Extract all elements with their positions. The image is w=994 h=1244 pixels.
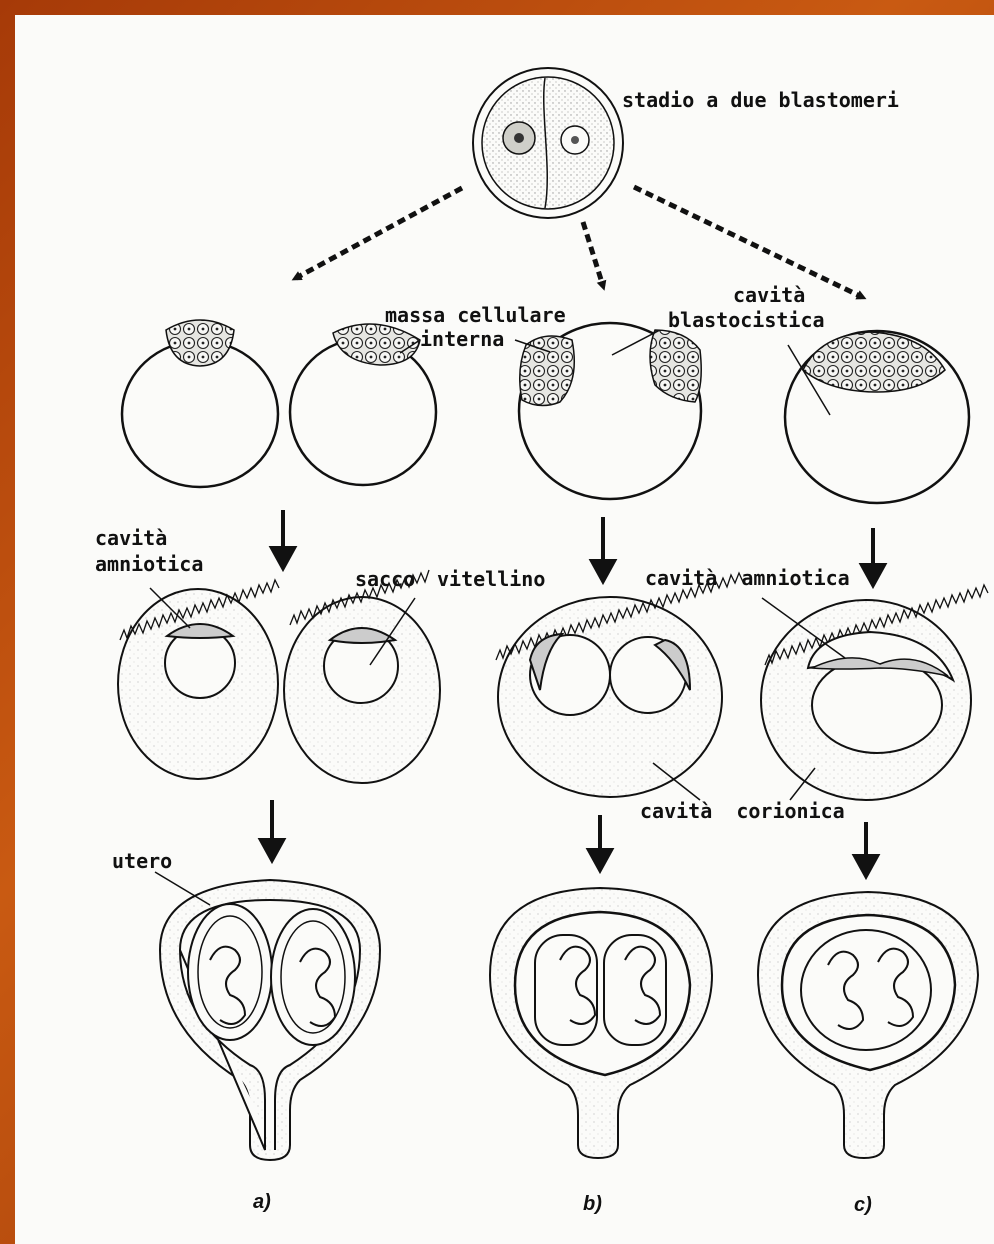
vesicle-a2 [284, 570, 440, 783]
caption-a: a) [253, 1191, 271, 1213]
blastocyst-a1 [122, 320, 278, 487]
label-amniotic-cavity-line2: amniotica [95, 552, 203, 576]
label-blastocyst-cavity-line1: cavità [733, 283, 805, 307]
label-chorionic-cavity: cavità corionica [640, 799, 845, 823]
blastocyst-c [785, 331, 969, 503]
caption-c: c) [854, 1194, 872, 1216]
label-blastocyst-cavity-line2: blastocistica [668, 308, 825, 332]
leader-line-uterus [155, 872, 210, 905]
uterus-b [490, 888, 712, 1158]
vesicle-b [496, 573, 743, 797]
label-inner-cell-mass-line2: interna [420, 327, 504, 351]
label-yolk-sac-word2: vitellino [437, 567, 545, 591]
label-amniotic-cavity-line1: cavità [95, 526, 167, 550]
two-blastomere-zygote [473, 68, 623, 218]
label-amniotic-cavity-2: cavità amniotica [645, 566, 850, 590]
vesicle-c [761, 585, 988, 800]
blastocyst-b [519, 323, 701, 499]
vesicle-a1 [118, 580, 279, 779]
uterus-a [160, 880, 380, 1160]
label-yolk-sac-word1: sacco [355, 567, 415, 591]
label-inner-cell-mass-line1: massa cellulare [385, 303, 566, 327]
blastocyst-a2 [290, 324, 436, 485]
uterus-c [758, 892, 978, 1158]
label-two-blastomere-stage: stadio a due blastomeri [622, 88, 899, 112]
caption-b: b) [583, 1193, 602, 1215]
label-uterus: utero [112, 849, 172, 873]
